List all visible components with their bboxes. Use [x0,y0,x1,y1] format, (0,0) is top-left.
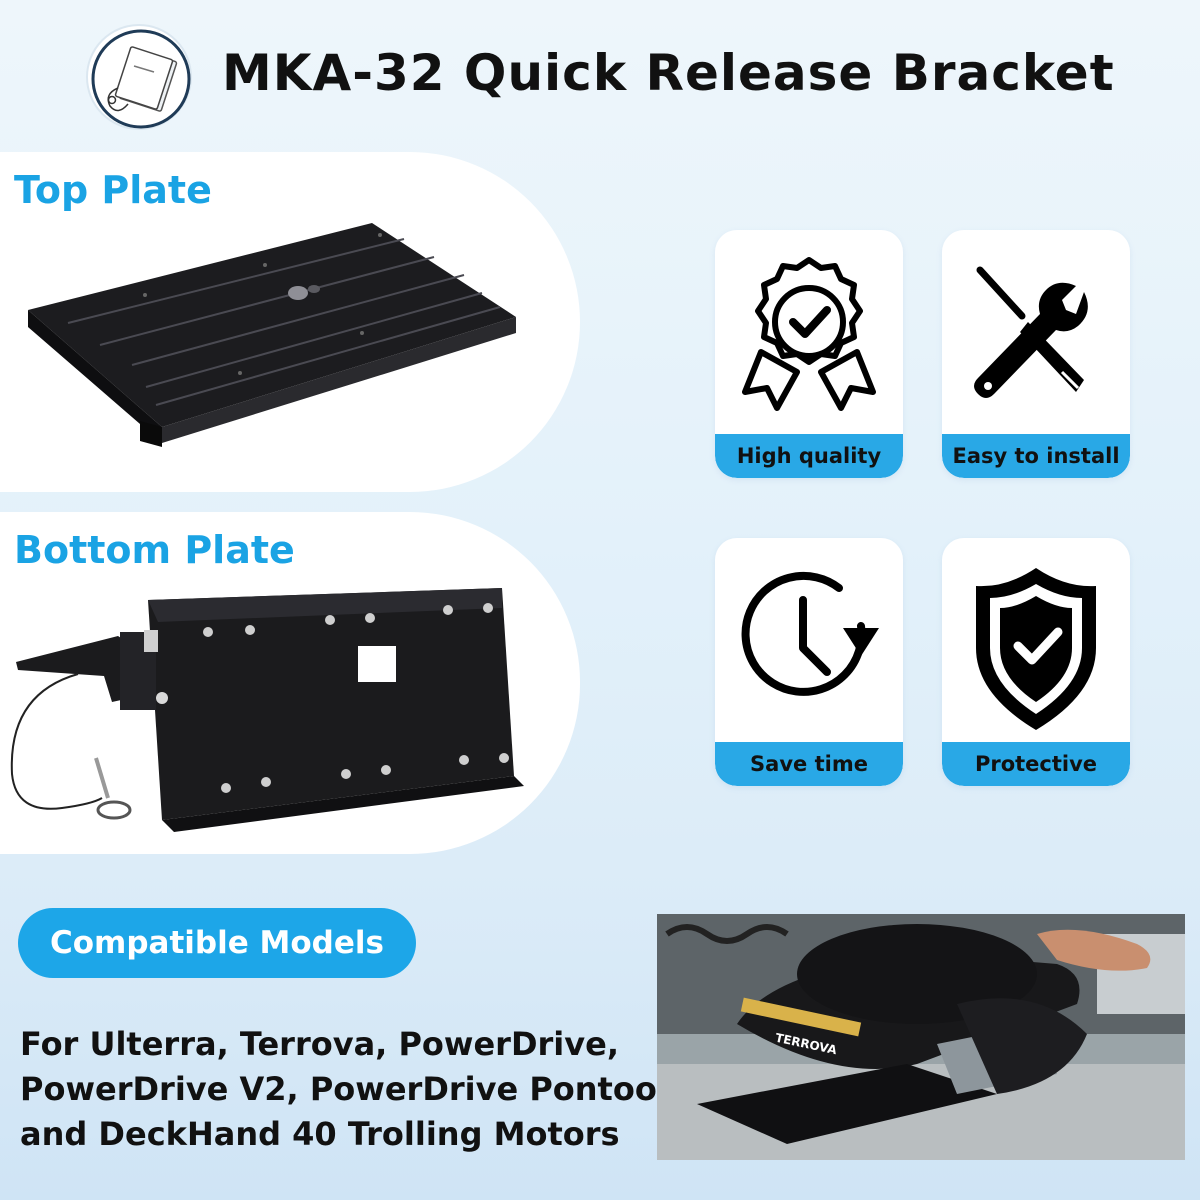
shield-check-icon [976,568,1096,730]
clock-refresh-icon [741,571,879,696]
feature-card-high-quality: High quality [715,230,903,478]
compatible-line: PowerDrive V2, PowerDrive Pontoon [20,1070,680,1108]
bottom-plate-image [10,588,524,832]
compatible-line: and DeckHand 40 Trolling Motors [20,1115,620,1153]
top-plate-image [28,223,516,447]
manual-booklet-icon [86,24,192,130]
screwdriver-wrench-icon [974,266,1088,398]
feature-label: Save time [715,742,903,786]
feature-card-protective: Protective [942,538,1130,786]
top-plate-label: Top Plate [14,168,212,212]
feature-label: Protective [942,742,1130,786]
bottom-plate-label: Bottom Plate [14,528,295,572]
feature-card-easy-to-install: Easy to install [942,230,1130,478]
award-ribbon-check-icon [742,257,876,411]
page-title: MKA-32 Quick Release Bracket [222,44,1115,102]
feature-card-save-time: Save time [715,538,903,786]
feature-label: Easy to install [942,434,1130,478]
header: MKA-32 Quick Release Bracket [0,0,1200,150]
compatible-line: For Ulterra, Terrova, PowerDrive, [20,1025,619,1063]
motor-install-photo: TERROVA [657,914,1185,1160]
compatible-models-text: For Ulterra, Terrova, PowerDrive, PowerD… [20,1022,680,1157]
compatible-models-badge: Compatible Models [18,908,416,978]
feature-label: High quality [715,434,903,478]
